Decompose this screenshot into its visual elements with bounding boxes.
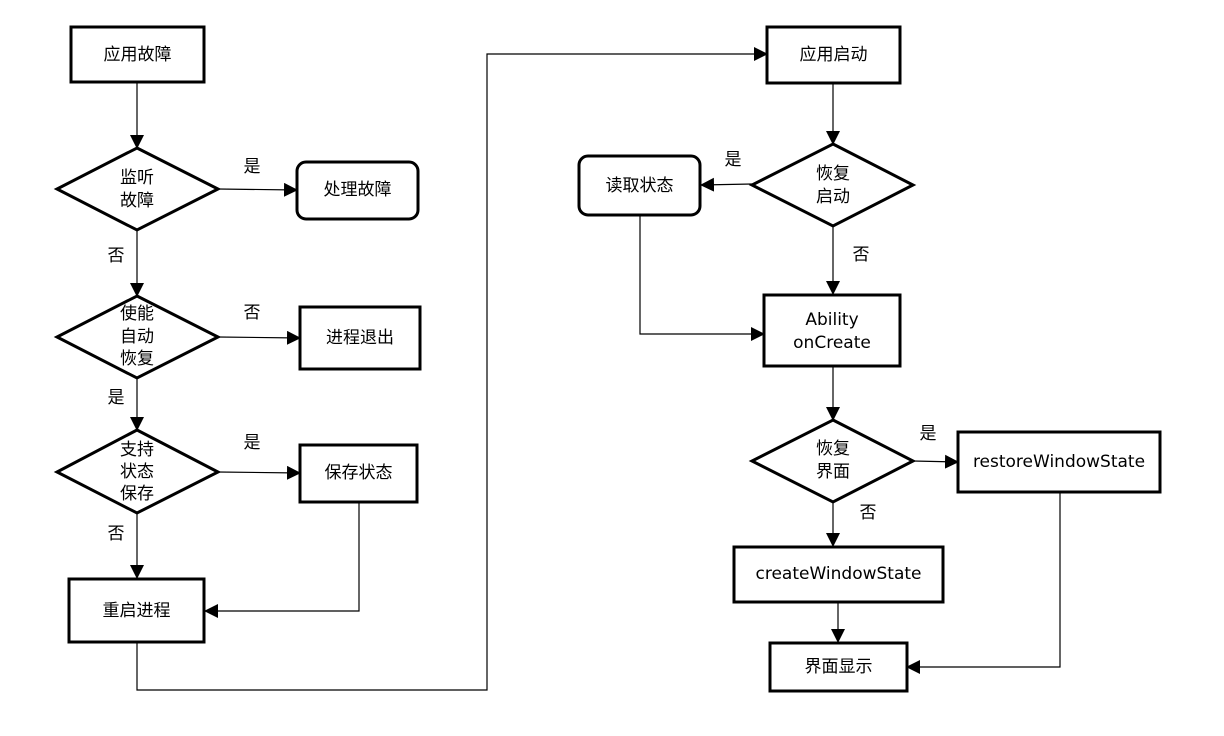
node-save-state: 保存状态 [298,443,419,504]
label-restore-ui-no: 否 [860,503,877,523]
node-restart-process: 重启进程 [67,577,206,644]
node-enable-label-3: 恢复 [120,349,154,369]
node-support-label-2: 状态 [120,462,154,482]
node-app-fault: 应用故障 [69,25,206,84]
node-monitor-fault: 监听 故障 [53,146,222,232]
edge-read-to-ability [639,216,765,341]
edge-restart-to-start [136,47,768,691]
node-support-label-3: 保存 [120,484,154,504]
node-process-exit-label: 进程退出 [326,328,394,348]
label-monitor-no: 否 [108,246,125,266]
node-ui-display: 界面显示 [768,641,909,693]
node-restore-window-state-label: restoreWindowState [973,452,1145,472]
edge-labels: 是 否 否 是 是 否 是 否 是 否 [108,150,937,544]
label-restore-ui-yes: 是 [920,424,937,444]
node-process-exit: 进程退出 [298,305,422,371]
edge-restorewin-to-display [906,492,1061,674]
label-support-yes: 是 [244,433,261,453]
node-read-state-label: 读取状态 [606,176,674,196]
node-enable-label-1: 使能 [120,303,154,324]
node-restore-ui-label-1: 恢复 [816,439,850,459]
edge-save-to-restart [204,502,360,618]
node-create-window-state-label: createWindowState [756,564,922,584]
node-read-state: 读取状态 [577,154,702,217]
edge-restore-ui-yes [912,454,959,469]
node-ability-oncreate: Ability onCreate [762,293,902,368]
node-restore-window-state: restoreWindowState [956,430,1162,494]
node-handle-fault: 处理故障 [295,160,420,221]
node-monitor-fault-label-1: 监听 [120,168,154,188]
node-restore-ui: 恢复 界面 [748,418,917,504]
edge-monitor-yes [217,182,298,197]
node-app-fault-label: 应用故障 [104,45,172,65]
node-ui-display-label: 界面显示 [805,657,873,677]
node-restore-start-label-2: 启动 [816,187,850,207]
label-restore-start-no: 否 [853,245,870,265]
node-restore-start: 恢复 启动 [748,142,917,228]
node-restart-process-label: 重启进程 [103,601,171,621]
node-ability-label-2: onCreate [793,333,871,353]
edge-restore-start-yes [700,177,753,192]
node-app-start-label: 应用启动 [800,45,868,65]
node-save-state-label: 保存状态 [325,463,393,483]
node-monitor-fault-label-2: 故障 [120,191,154,211]
label-restore-start-yes: 是 [725,150,742,170]
connectors [130,47,1061,691]
node-enable-label-2: 自动 [120,327,154,347]
node-support-label-1: 支持 [120,440,154,460]
node-support-state-save: 支持 状态 保存 [53,428,222,515]
node-app-start: 应用启动 [765,25,902,85]
label-support-no: 否 [108,524,125,544]
label-monitor-yes: 是 [244,157,261,177]
edge-enable-no [217,330,301,345]
label-enable-no: 否 [244,303,261,323]
node-enable-auto-recovery: 使能 自动 恢复 [53,294,222,380]
node-restore-ui-label-2: 界面 [816,462,850,482]
edge-support-yes [217,465,301,480]
node-handle-fault-label: 处理故障 [324,180,392,200]
node-restore-start-label-1: 恢复 [816,164,850,184]
node-ability-label-1: Ability [805,310,858,330]
label-enable-yes: 是 [108,388,125,408]
node-create-window-state: createWindowState [732,545,945,604]
